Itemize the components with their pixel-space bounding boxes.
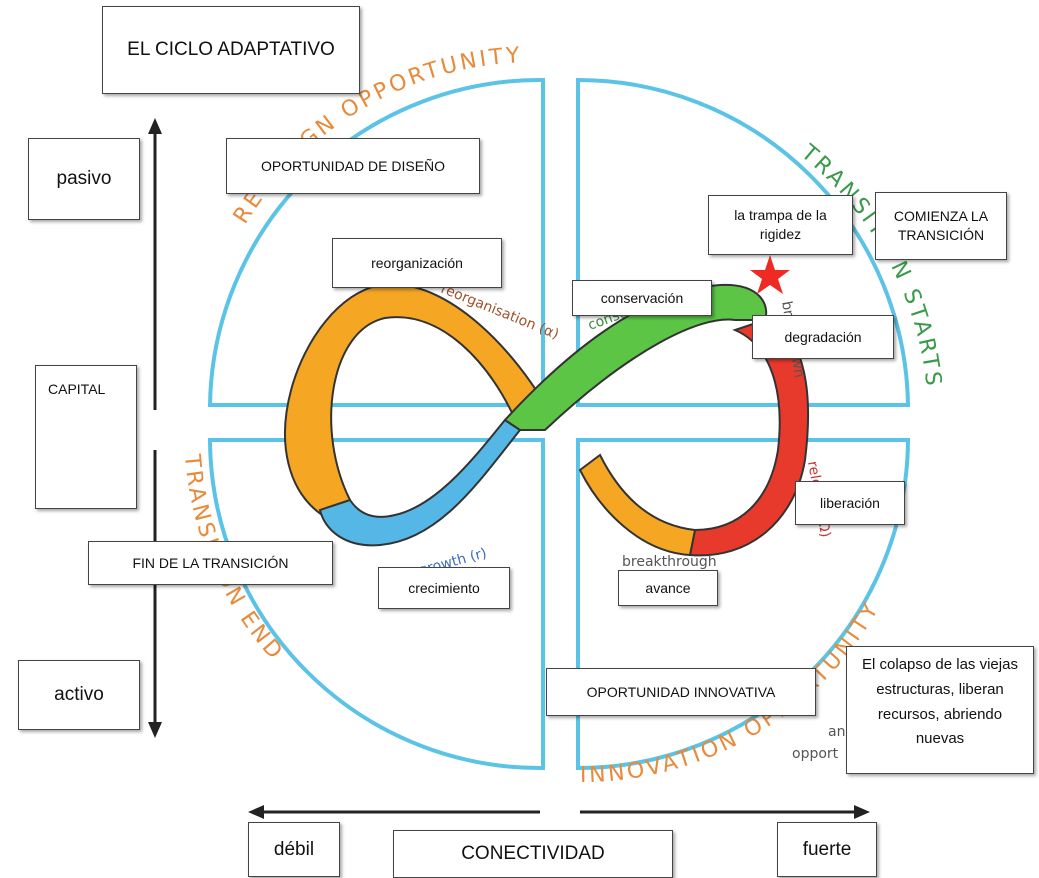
phase-conservation: conservación (572, 280, 712, 316)
phase-growth: crecimiento (378, 567, 510, 609)
underlay-breakthrough: breakthrough (622, 554, 717, 570)
axis-label-conectividad: CONECTIVIDAD (393, 830, 673, 878)
star-icon (750, 255, 790, 294)
diagram-title: EL CICLO ADAPTATIVO (102, 6, 360, 94)
quadrant-top-right (576, 77, 911, 407)
arrow-left-icon (248, 805, 264, 819)
loop-orange-right (578, 453, 697, 557)
quadrant-label-design: OPORTUNIDAD DE DISEÑO (226, 138, 480, 194)
underlay-opport: opport (792, 746, 839, 762)
phase-reorganization: reorganización (332, 238, 502, 288)
axis-label-debil: débil (248, 822, 340, 877)
loop-blue-growth (318, 418, 522, 547)
phase-release: liberación (795, 481, 905, 525)
axis-label-pasivo: pasivo (28, 138, 140, 220)
loop-green-conservation (503, 283, 768, 431)
quadrant-bottom-left (207, 438, 545, 771)
quadrant-label-start: COMIENZA LA TRANSICIÓN (875, 192, 1007, 260)
underlay-an: an (828, 724, 845, 740)
axis-label-capital: CAPITAL (35, 365, 137, 509)
collapse-note: El colapso de las viejas estructuras, li… (846, 646, 1034, 774)
arrow-down-icon (148, 722, 162, 738)
arrow-right-icon (854, 805, 870, 819)
quadrant-label-end: FIN DE LA TRANSICIÓN (88, 541, 333, 585)
axis-label-activo: activo (18, 660, 140, 730)
rigidity-trap-label: la trampa de la rigidez (708, 195, 853, 255)
axis-label-fuerte: fuerte (777, 822, 877, 877)
arrow-up-icon (148, 118, 162, 134)
quadrant-label-innovative: OPORTUNIDAD INNOVATIVA (546, 668, 816, 716)
phase-degradation: degradación (752, 315, 894, 359)
phase-advance: avance (618, 570, 718, 606)
